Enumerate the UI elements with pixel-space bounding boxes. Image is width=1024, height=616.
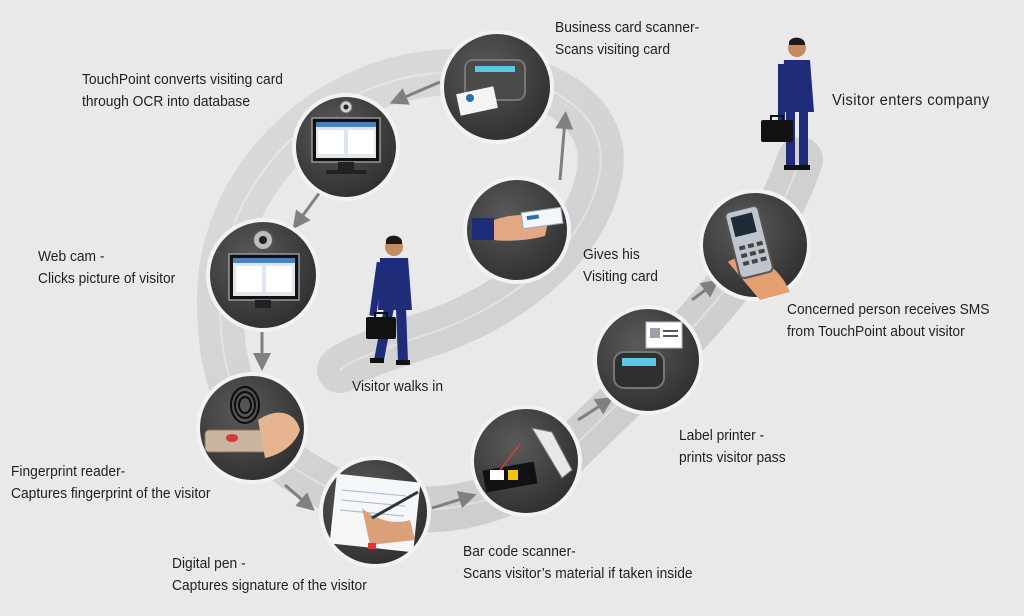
- label-line: Gives his: [583, 246, 640, 263]
- label-line: through OCR into database: [82, 93, 251, 110]
- label-printer-icon: [593, 305, 703, 415]
- label-bar-code-scanner: Bar code scanner- Scans visitor’s materi…: [463, 541, 693, 585]
- webcam-monitor-icon: [206, 218, 320, 332]
- label-business-card-scanner: Business card scanner- Scans visiting ca…: [555, 17, 699, 61]
- label-line: Captures signature of the visitor: [172, 577, 367, 594]
- monitor-webcam-icon: [292, 93, 400, 201]
- label-line: prints visitor pass: [679, 449, 786, 466]
- label-digital-pen: Digital pen - Captures signature of the …: [172, 553, 367, 597]
- label-line: Scans visiting card: [555, 41, 671, 58]
- label-label-printer: Label printer - prints visitor pass: [679, 425, 786, 469]
- businessman-icon: [761, 37, 814, 170]
- label-line: Business card scanner-: [555, 19, 700, 36]
- label-line: Visiting card: [583, 268, 658, 285]
- label-line: Clicks picture of visitor: [38, 270, 176, 287]
- label-line: Fingerprint reader-: [11, 463, 126, 480]
- label-visitor-walks-in: Visitor walks in: [352, 376, 443, 398]
- label-web-cam: Web cam - Clicks picture of visitor: [38, 246, 175, 290]
- label-gives-card: Gives his Visiting card: [583, 244, 658, 288]
- label-line: from TouchPoint about visitor: [787, 323, 965, 340]
- hand-card-icon: [463, 176, 571, 284]
- label-line: Bar code scanner-: [463, 543, 576, 560]
- label-touchpoint-ocr: TouchPoint converts visiting card throug…: [82, 69, 283, 113]
- card-scanner-icon: [440, 30, 554, 144]
- label-line: Scans visitor’s material if taken inside: [463, 565, 693, 582]
- barcode-scanner-icon: [470, 405, 582, 517]
- walking-man-icon: [366, 235, 412, 365]
- label-line: Label printer -: [679, 427, 765, 444]
- label-line: Visitor walks in: [352, 378, 444, 395]
- label-line: Web cam -: [38, 248, 105, 265]
- flow-arrows: [253, 80, 720, 511]
- label-line: TouchPoint converts visiting card: [82, 71, 283, 88]
- mobile-phone-icon: [699, 189, 811, 301]
- fingerprint-icon: [196, 372, 308, 484]
- label-line: Captures fingerprint of the visitor: [11, 485, 211, 502]
- digital-pen-icon: [319, 456, 431, 568]
- label-line: Visitor enters company: [832, 92, 990, 109]
- label-concerned-person-sms: Concerned person receives SMS from Touch…: [787, 299, 990, 343]
- label-visitor-enters: Visitor enters company: [832, 90, 990, 112]
- label-line: Digital pen -: [172, 555, 246, 572]
- label-line: Concerned person receives SMS: [787, 301, 990, 318]
- label-fingerprint-reader: Fingerprint reader- Captures fingerprint…: [11, 461, 210, 505]
